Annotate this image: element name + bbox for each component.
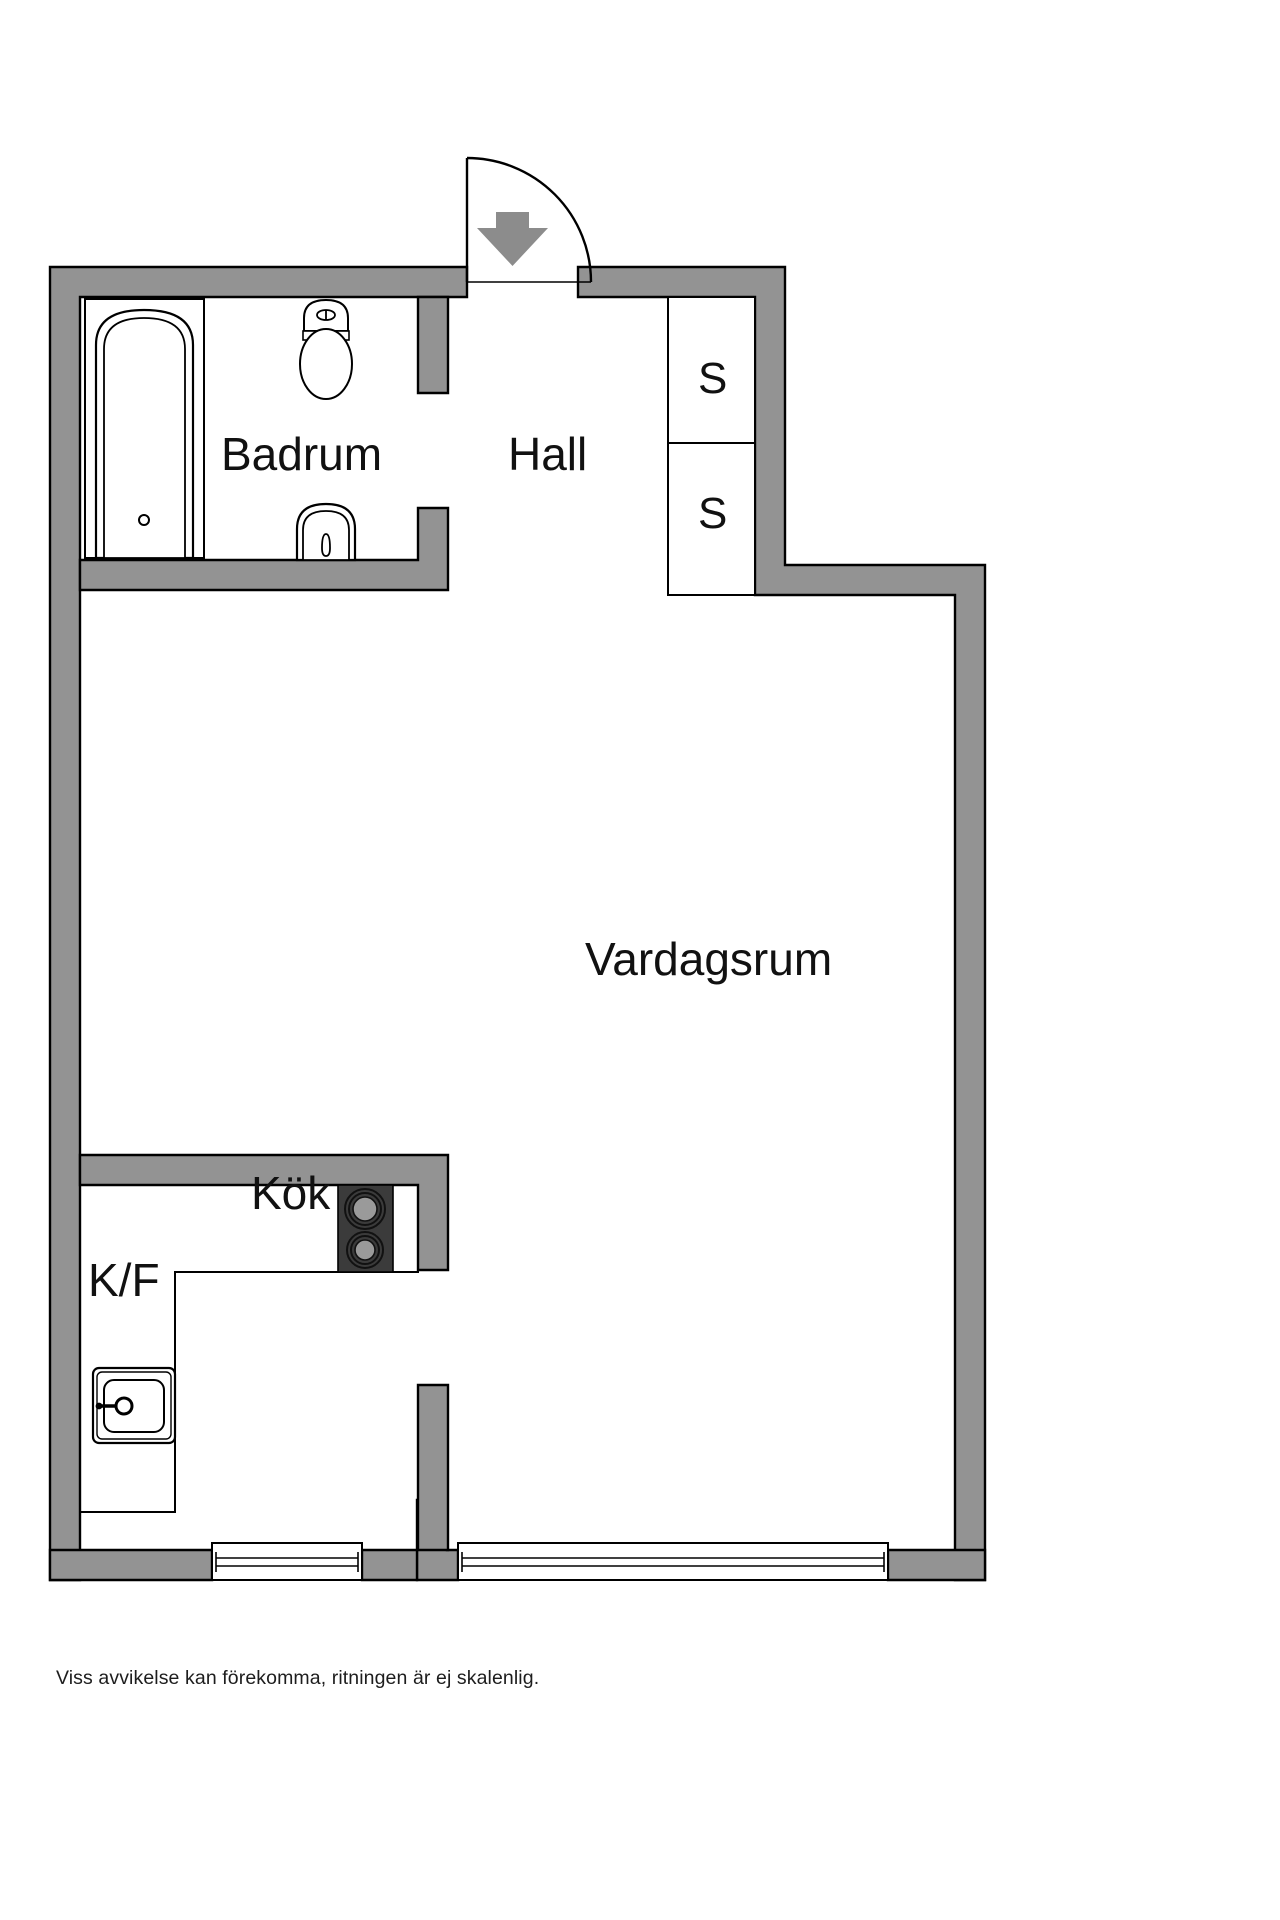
closet-lower	[667, 442, 756, 596]
washbasin-faucet	[321, 533, 331, 557]
toilet-bowl	[299, 328, 353, 400]
kitchen-sink-faucet-base	[95, 1402, 103, 1410]
wall-bottom-center-left	[360, 1548, 419, 1582]
room-label-badrum: Badrum	[221, 428, 382, 480]
disclaimer-note: Viss avvikelse kan förekomma, ritningen …	[56, 1667, 540, 1689]
bathtub-drain	[138, 514, 150, 526]
wall-kitchen-right-lower	[416, 1383, 450, 1552]
entry-arrow-icon	[477, 212, 548, 266]
stove-burner-1-ring-outer	[344, 1188, 386, 1230]
wall-bottom-right	[886, 1548, 987, 1582]
interior-walls	[78, 295, 450, 1552]
entrance-direction-arrow	[477, 212, 548, 266]
closet-label-upper: S	[698, 354, 727, 403]
storage-label-kf: K/F	[88, 1254, 160, 1306]
wall-bathroom-upper-stub	[416, 295, 450, 395]
closets	[667, 296, 756, 596]
windows	[211, 1542, 889, 1581]
stove-burner-2-ring-outer	[346, 1231, 384, 1269]
kitchen-fixtures	[79, 1184, 419, 1513]
stove-burner-2	[354, 1239, 376, 1261]
window-right-frame	[457, 1542, 889, 1581]
wall-bottom-left	[48, 1548, 214, 1582]
window-left-frame	[211, 1542, 363, 1581]
room-label-kok: Kök	[251, 1167, 331, 1219]
wall-top-right-and-right	[576, 265, 987, 1582]
room-labels: Badrum Hall Vardagsrum Kök S S K/F	[88, 354, 832, 1306]
kitchen-sink-faucet-head	[114, 1396, 134, 1416]
closet-label-lower: S	[698, 489, 727, 538]
closet-upper	[667, 296, 756, 444]
stove-burner-1-ring-mid	[348, 1192, 382, 1226]
stove-burner-2-ring-mid	[350, 1235, 380, 1265]
stove-burner-1	[352, 1196, 378, 1222]
wall-bathroom-lower-and-bottom	[78, 506, 450, 592]
bathtub-inner	[103, 317, 186, 559]
room-label-vardagsrum: Vardagsrum	[585, 933, 832, 985]
entry-door	[465, 156, 593, 283]
entry-door-swing-arc	[466, 156, 593, 283]
bathroom-fixtures	[84, 298, 357, 562]
window-right	[457, 1542, 889, 1581]
room-label-hall: Hall	[508, 428, 587, 480]
window-left	[211, 1542, 363, 1581]
